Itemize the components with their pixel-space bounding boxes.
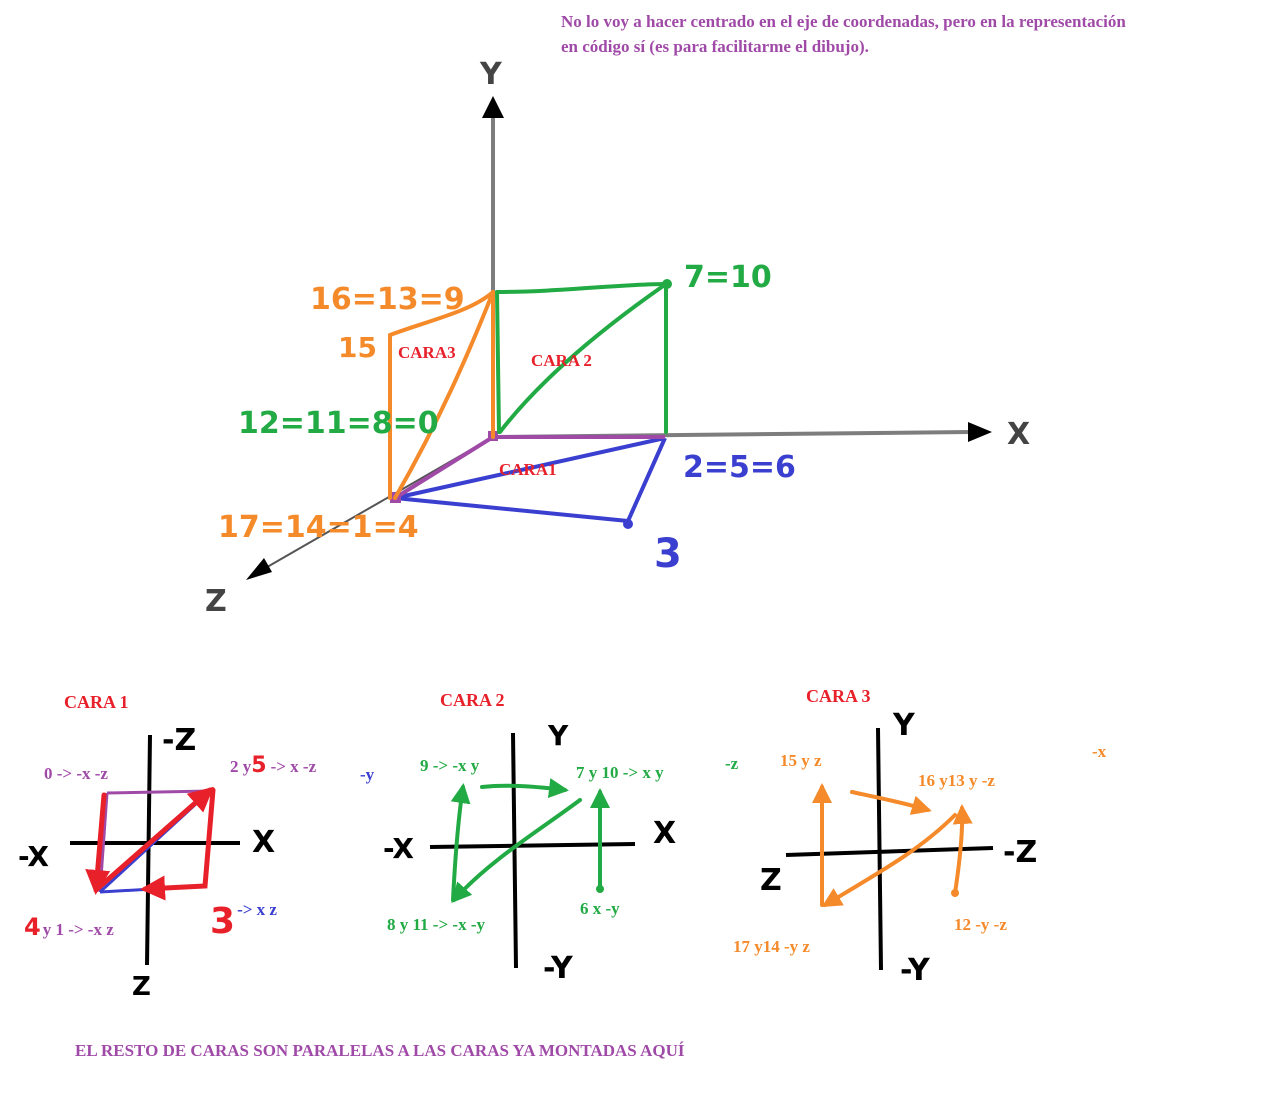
face-3-vertical-axis	[876, 727, 883, 971]
face-2-label-top-right: 7 y 10 -> x y	[576, 763, 664, 782]
face-1-label-stray: -y	[360, 765, 375, 784]
face-2-label-bottom-right: 6 x -y	[580, 899, 620, 918]
face-1-axis-left: -X	[18, 840, 49, 873]
face-2-label-stray: -z	[725, 754, 739, 773]
face-3-label-stray: -x	[1092, 742, 1107, 761]
face-3-orange-path	[812, 783, 973, 908]
z-axis-arrowhead	[246, 558, 272, 580]
face-2-axis-left: -X	[383, 832, 414, 865]
face-1-red-path	[85, 786, 216, 901]
face-1-axis-bottom: Z	[132, 972, 151, 1002]
vertex-7-dot	[662, 279, 672, 289]
x-axis-arrowhead	[968, 422, 992, 442]
vertex-label-15: 15	[338, 331, 377, 364]
face-1-axis-top: -Z	[162, 723, 196, 758]
face-3-axis-bottom: -Y	[900, 953, 931, 988]
face-3-axis-top: Y	[892, 708, 916, 743]
vertex-label-origin-text: 12=11=8=0	[238, 406, 439, 441]
face-3-axis-right: -Z	[1003, 835, 1037, 870]
vertex-label-front-text: 17=14=1=4	[218, 510, 419, 545]
axis-label-y: Y	[479, 57, 503, 92]
face-3-panel: CARA 3 Y -Y Z -Z 15 y z 16 y13 y -z -x 1…	[733, 686, 1107, 988]
face-3-label-bottom-left: 17 y14 -y z	[733, 937, 810, 956]
vertex-label-12-11-8-0: 12=11=8=0	[238, 406, 439, 441]
face-2-horizontal-axis	[429, 842, 636, 849]
face-1-title: CARA 1	[64, 692, 129, 712]
cube-face-label-cara1: CARA1	[499, 460, 557, 479]
cube-bottom-face	[394, 436, 667, 523]
footer-note: EL RESTO DE CARAS SON PARALELAS A LAS CA…	[75, 1041, 685, 1060]
axis-label-z: Z	[205, 584, 227, 619]
vertex-3-dot	[623, 519, 633, 529]
vertex-label-3: 3	[654, 531, 682, 577]
note-line-1: No lo voy a hacer centrado en el eje de …	[561, 12, 1126, 31]
face-1-label-top-left: 0 -> -x -z	[44, 764, 108, 783]
cube-face-label-cara2: CARA 2	[531, 351, 592, 370]
axis-label-x: X	[1007, 417, 1030, 452]
cube-face-label-cara3: CARA3	[398, 343, 456, 362]
note-line-2: en código sí (es para facilitarme el dib…	[561, 37, 869, 56]
face-2-label-bottom-left: 8 y 11 -> -x -y	[387, 915, 485, 934]
cube-purple-edges	[393, 435, 665, 500]
vertex-label-2-5-6: 2=5=6	[683, 450, 796, 485]
face-3-label-top-left: 15 y z	[780, 751, 822, 770]
face-3-title: CARA 3	[806, 686, 871, 706]
face-2-axis-top: Y	[547, 719, 569, 752]
face-2-axis-right: X	[653, 816, 676, 851]
face-3-label-bottom-right: 12 -y -z	[954, 915, 1007, 934]
cube-green-face	[495, 282, 668, 434]
vertex-label-17-14-1-4: 17=14=1=4	[218, 510, 419, 545]
vertex-label-16-13-9: 16=13=9	[310, 282, 465, 317]
y-axis-arrowhead	[482, 96, 504, 118]
face-3-label-top-right: 16 y13 y -z	[918, 771, 995, 790]
face-1-axis-right: X	[252, 825, 275, 860]
face-2-panel: CARA 2 Y -Y -X X 9 -> -x y 7 y 10 -> x y…	[383, 690, 739, 986]
face-2-axis-bottom: -Y	[543, 951, 574, 986]
face-1-label-top-right: 2 y5-> x -z	[230, 753, 317, 778]
face-1-vertical-axis	[145, 734, 152, 966]
face-2-vertical-axis	[511, 732, 518, 969]
cube-orange-face	[388, 290, 495, 500]
face-3-axis-left: Z	[760, 863, 782, 898]
face-1-panel: CARA 1 -Z Z -X X 0 -> -x -z 2 y5-> x -z …	[18, 692, 375, 1002]
face-1-label-bottom-right: 3-> x z	[210, 900, 277, 942]
face-2-green-path	[450, 778, 610, 903]
vertex-label-7-10: 7=10	[684, 260, 772, 295]
face-2-title: CARA 2	[440, 690, 505, 710]
face-2-label-top-left: 9 -> -x y	[420, 756, 480, 775]
